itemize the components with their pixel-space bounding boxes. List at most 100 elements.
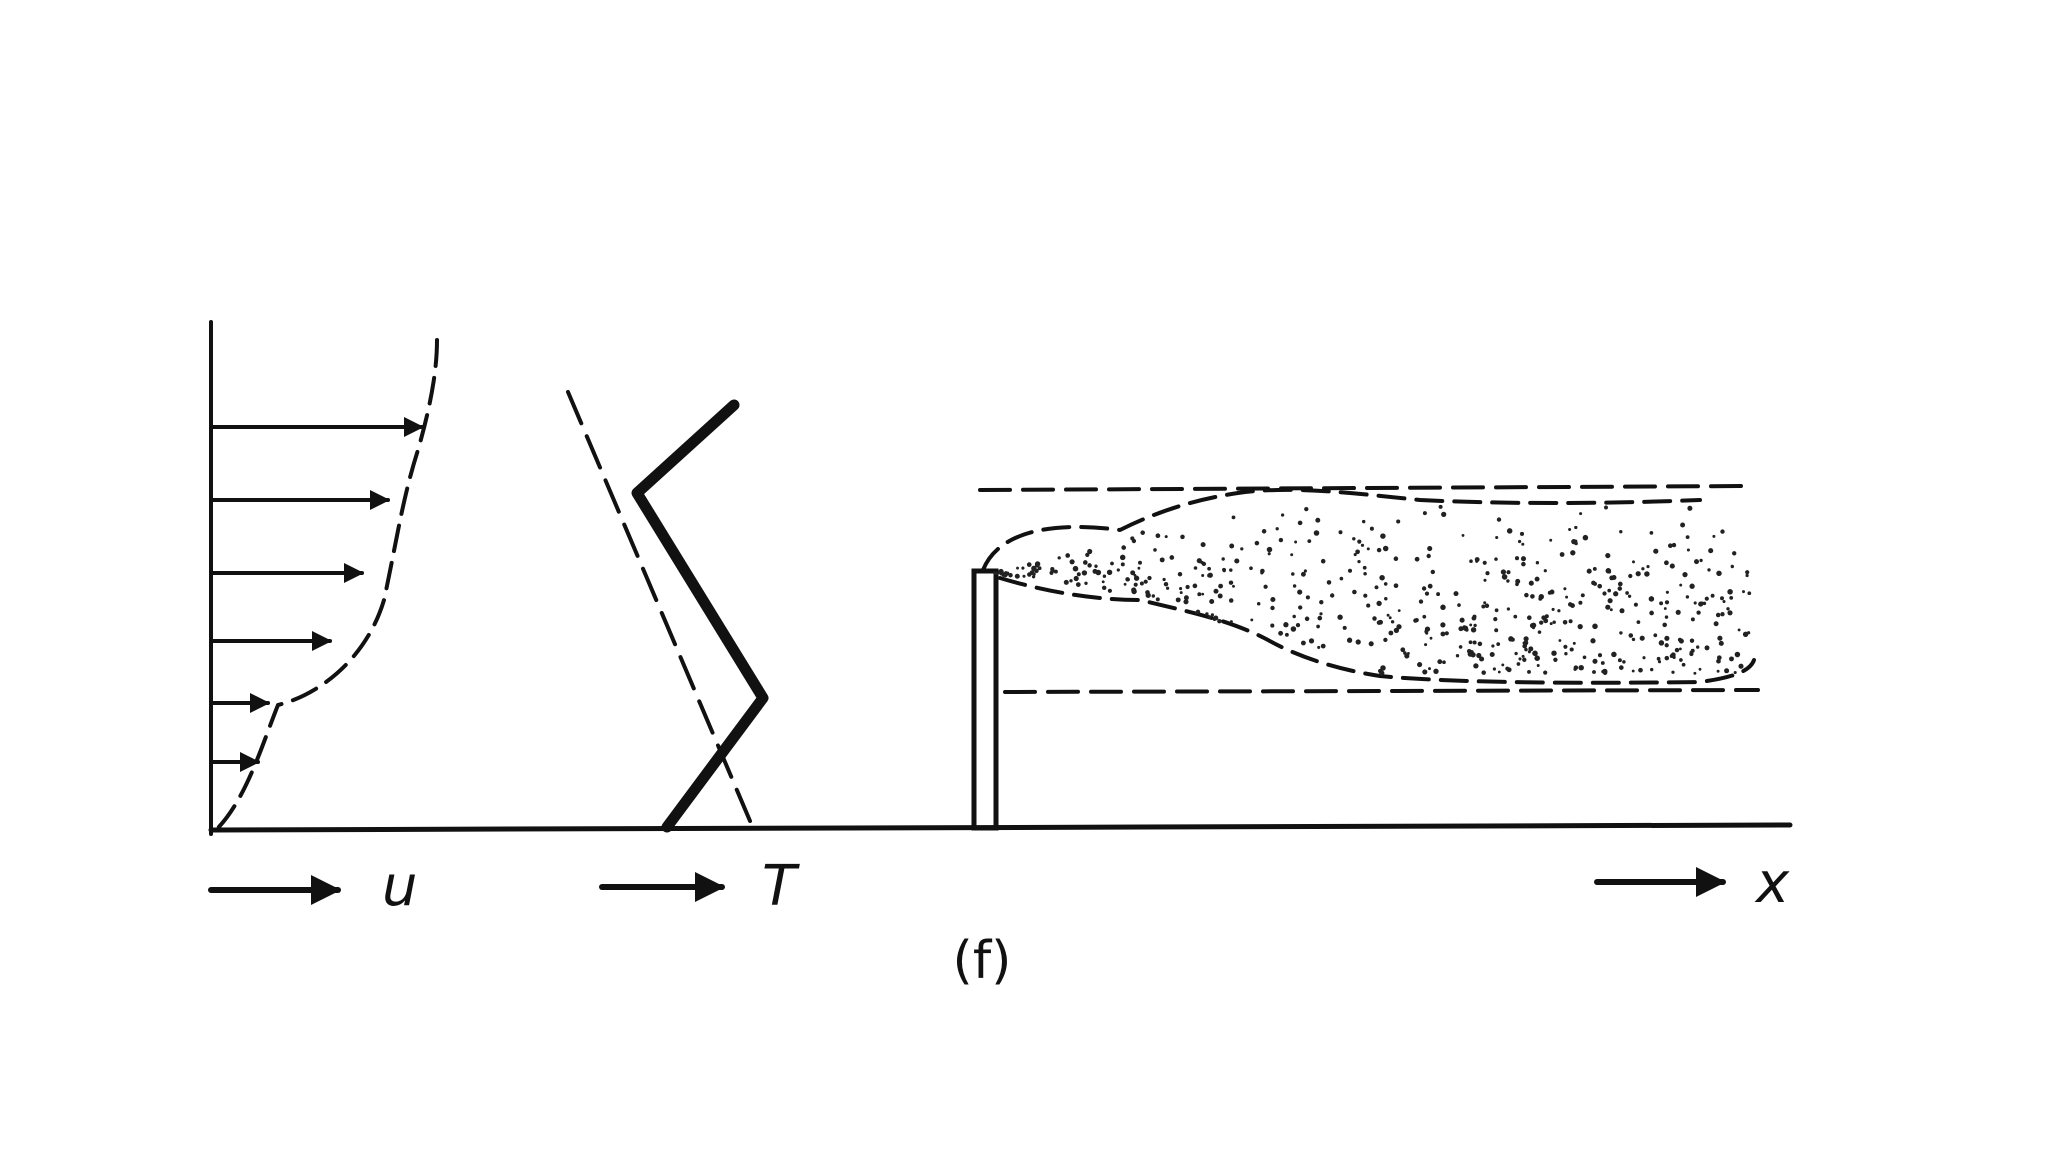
- plume-particle: [1604, 505, 1608, 510]
- plume-particle: [1674, 647, 1680, 653]
- plume-particle: [1388, 630, 1394, 636]
- plume-particle: [1569, 647, 1574, 652]
- plume-particle: [1552, 620, 1556, 624]
- plume-particle: [1379, 574, 1385, 581]
- plume-particle: [1380, 665, 1386, 671]
- plume-particle: [1057, 556, 1061, 560]
- plume-particle: [1515, 578, 1521, 584]
- plume-particle: [1291, 572, 1295, 576]
- plume-particle: [1628, 633, 1634, 638]
- plume-particle: [1228, 580, 1234, 585]
- plume-particle: [1305, 595, 1310, 600]
- plume-particle: [1613, 591, 1619, 597]
- plume-particle: [1470, 627, 1477, 633]
- plume-particle: [1297, 589, 1303, 595]
- plume-particle: [1686, 548, 1690, 552]
- plume-particle: [1482, 560, 1487, 565]
- plume-particle: [1532, 626, 1535, 630]
- plume-particle: [1249, 566, 1253, 571]
- plume-particle: [1424, 626, 1431, 632]
- plume-particle: [1180, 534, 1185, 540]
- plume-particle: [1696, 610, 1701, 615]
- plume-particle: [1386, 613, 1390, 617]
- plume-particle: [1421, 586, 1427, 591]
- plume-particle: [1485, 571, 1490, 576]
- plume-particle: [1565, 595, 1569, 599]
- plume-particle: [1710, 593, 1715, 598]
- plume-particle: [1724, 668, 1730, 674]
- plume-particle: [1538, 594, 1544, 600]
- plume-particle: [1690, 617, 1695, 622]
- plume-particle: [1494, 608, 1499, 613]
- plume-particle: [1646, 565, 1650, 569]
- plume-particle: [1644, 571, 1650, 577]
- plume-particle: [1425, 631, 1429, 635]
- plume-particle: [1106, 569, 1113, 576]
- plume-lower-edge: [998, 576, 1756, 685]
- plume-particles: [993, 504, 1752, 676]
- plume-particle: [1376, 600, 1382, 607]
- plume-particle: [1727, 610, 1733, 616]
- plume-particle: [1468, 640, 1473, 645]
- plume-particle: [1693, 601, 1697, 605]
- plume-particle: [1658, 640, 1665, 646]
- plume-particle: [1639, 635, 1645, 641]
- plume-particle: [1494, 628, 1499, 633]
- plume-particle: [1303, 569, 1307, 573]
- plume-particle: [1357, 539, 1362, 544]
- plume-particle: [1521, 654, 1525, 658]
- plume-particle: [1536, 664, 1540, 667]
- plume-particle: [1551, 607, 1555, 611]
- plume-particle: [1611, 651, 1617, 658]
- plume-particle: [1221, 557, 1225, 561]
- plume-particle: [1729, 596, 1734, 600]
- plume-particle: [1671, 670, 1675, 674]
- plume-particle: [1422, 669, 1428, 675]
- plume-particle: [1672, 655, 1676, 660]
- plume-particle: [1729, 656, 1734, 662]
- plume-particle: [1374, 585, 1379, 590]
- plume-particle: [1283, 622, 1289, 628]
- plume-particle: [1708, 548, 1714, 554]
- plume-particle: [1611, 575, 1617, 580]
- plume-particle: [1469, 649, 1474, 655]
- plume-particle: [1163, 581, 1169, 587]
- plume-particle: [1095, 569, 1102, 576]
- plume-particle: [1353, 553, 1357, 557]
- plume-particle: [1414, 556, 1420, 562]
- plume-particle: [1380, 533, 1386, 539]
- plume-particle: [1372, 616, 1377, 621]
- plume-particle: [1653, 548, 1659, 554]
- plume-particle: [1622, 660, 1626, 664]
- plume-particle: [1732, 551, 1737, 556]
- plume-particle: [1213, 615, 1219, 621]
- plume-particle: [1472, 614, 1477, 619]
- plume-particle: [1308, 638, 1315, 644]
- plume-particle: [1491, 644, 1495, 648]
- plume-particle: [1461, 533, 1465, 537]
- plume-particle: [1393, 556, 1399, 561]
- plume-particle: [1656, 656, 1661, 661]
- plume-particle: [1133, 573, 1137, 577]
- plume-particle: [1591, 580, 1596, 586]
- plume-particle: [1362, 565, 1367, 570]
- plume-particle: [1663, 607, 1667, 610]
- plume-particle: [1101, 585, 1107, 591]
- plume-particle: [1704, 645, 1710, 651]
- plume-particle: [1516, 662, 1521, 666]
- plume-particle: [1137, 566, 1141, 570]
- plume-particle: [1396, 624, 1402, 630]
- plume-particle: [1155, 597, 1160, 602]
- plume-particle: [1501, 663, 1505, 667]
- plume-particle: [1727, 589, 1733, 595]
- plume-particle: [1196, 558, 1202, 564]
- plume-particle: [1337, 614, 1343, 620]
- plume-particle: [1650, 667, 1654, 672]
- plume-particle: [1636, 620, 1641, 624]
- plume-particle: [1304, 506, 1309, 512]
- velocity-arrows: [209, 417, 424, 772]
- plume-particle: [994, 571, 999, 576]
- plume-particle: [1250, 618, 1254, 622]
- plume-particle: [1537, 630, 1542, 634]
- plume-particle: [1617, 586, 1623, 591]
